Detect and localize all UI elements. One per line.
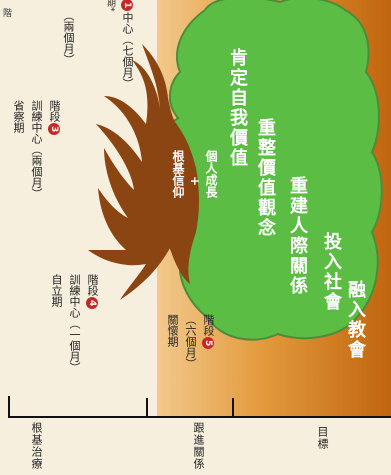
phase-3-prefix: 階段 bbox=[48, 100, 61, 122]
phase-2-detail: （兩個月） bbox=[62, 10, 75, 65]
phase-3-badge: 3 bbox=[48, 123, 60, 135]
trunk-label: 個人成長 + 根基信仰 bbox=[170, 150, 220, 198]
phase-3-detail: 訓練中心（兩個月） bbox=[30, 100, 43, 199]
phase-1-detail: 中心（七個月） bbox=[121, 12, 134, 89]
trunk-label-growth: 個人成長 bbox=[204, 150, 218, 198]
trunk-label-plus: + bbox=[188, 176, 202, 187]
phase-4-period: 自立期 bbox=[50, 274, 63, 307]
phase-5: 階段5 （六個月） 關懷期 bbox=[164, 314, 216, 369]
value-affirm-self: 肯定自我價值 bbox=[227, 48, 248, 168]
phase-5-prefix: 階段 bbox=[202, 314, 215, 336]
value-join-society: 投入社會 bbox=[321, 232, 342, 312]
axis-label-goal: 目標 bbox=[316, 426, 329, 450]
phase-5-detail: （六個月） bbox=[184, 314, 197, 369]
phase-1-badge: 1 bbox=[121, 0, 133, 11]
phase-1: 1中心（七個月） 期* bbox=[104, 0, 135, 89]
value-rebuild-relationships: 重建人際關係 bbox=[287, 176, 308, 296]
phase-5-badge: 5 bbox=[202, 337, 214, 349]
trunk-label-faith: 根基信仰 bbox=[171, 150, 185, 198]
phase-5-period: 關懷期 bbox=[166, 314, 179, 347]
corner-fragment: 階 bbox=[1, 8, 11, 17]
axis-tick-left bbox=[8, 396, 10, 418]
axis-label-root-healing: 根基治療 bbox=[30, 422, 43, 470]
phase-3: 階段3 訓練中心（兩個月） 省察期 bbox=[10, 100, 62, 199]
value-restore-values: 重整價值觀念 bbox=[255, 118, 276, 238]
phase-3-period: 省察期 bbox=[12, 100, 25, 133]
value-join-church: 融入教會 bbox=[345, 280, 366, 360]
axis-line bbox=[8, 416, 391, 418]
axis-tick-mid2 bbox=[232, 398, 234, 418]
phase-4: 階段4 訓練中心（一個月） 自立期 bbox=[48, 274, 100, 373]
axis-tick-mid1 bbox=[146, 398, 148, 418]
phase-4-prefix: 階段 bbox=[86, 274, 99, 296]
phase-4-detail: 訓練中心（一個月） bbox=[68, 274, 81, 373]
tree-trunk bbox=[88, 44, 199, 300]
axis-label-follow-up: 跟進關係 bbox=[192, 422, 205, 470]
phase-1-note: 期* bbox=[105, 0, 115, 12]
phase-4-badge: 4 bbox=[86, 297, 98, 309]
